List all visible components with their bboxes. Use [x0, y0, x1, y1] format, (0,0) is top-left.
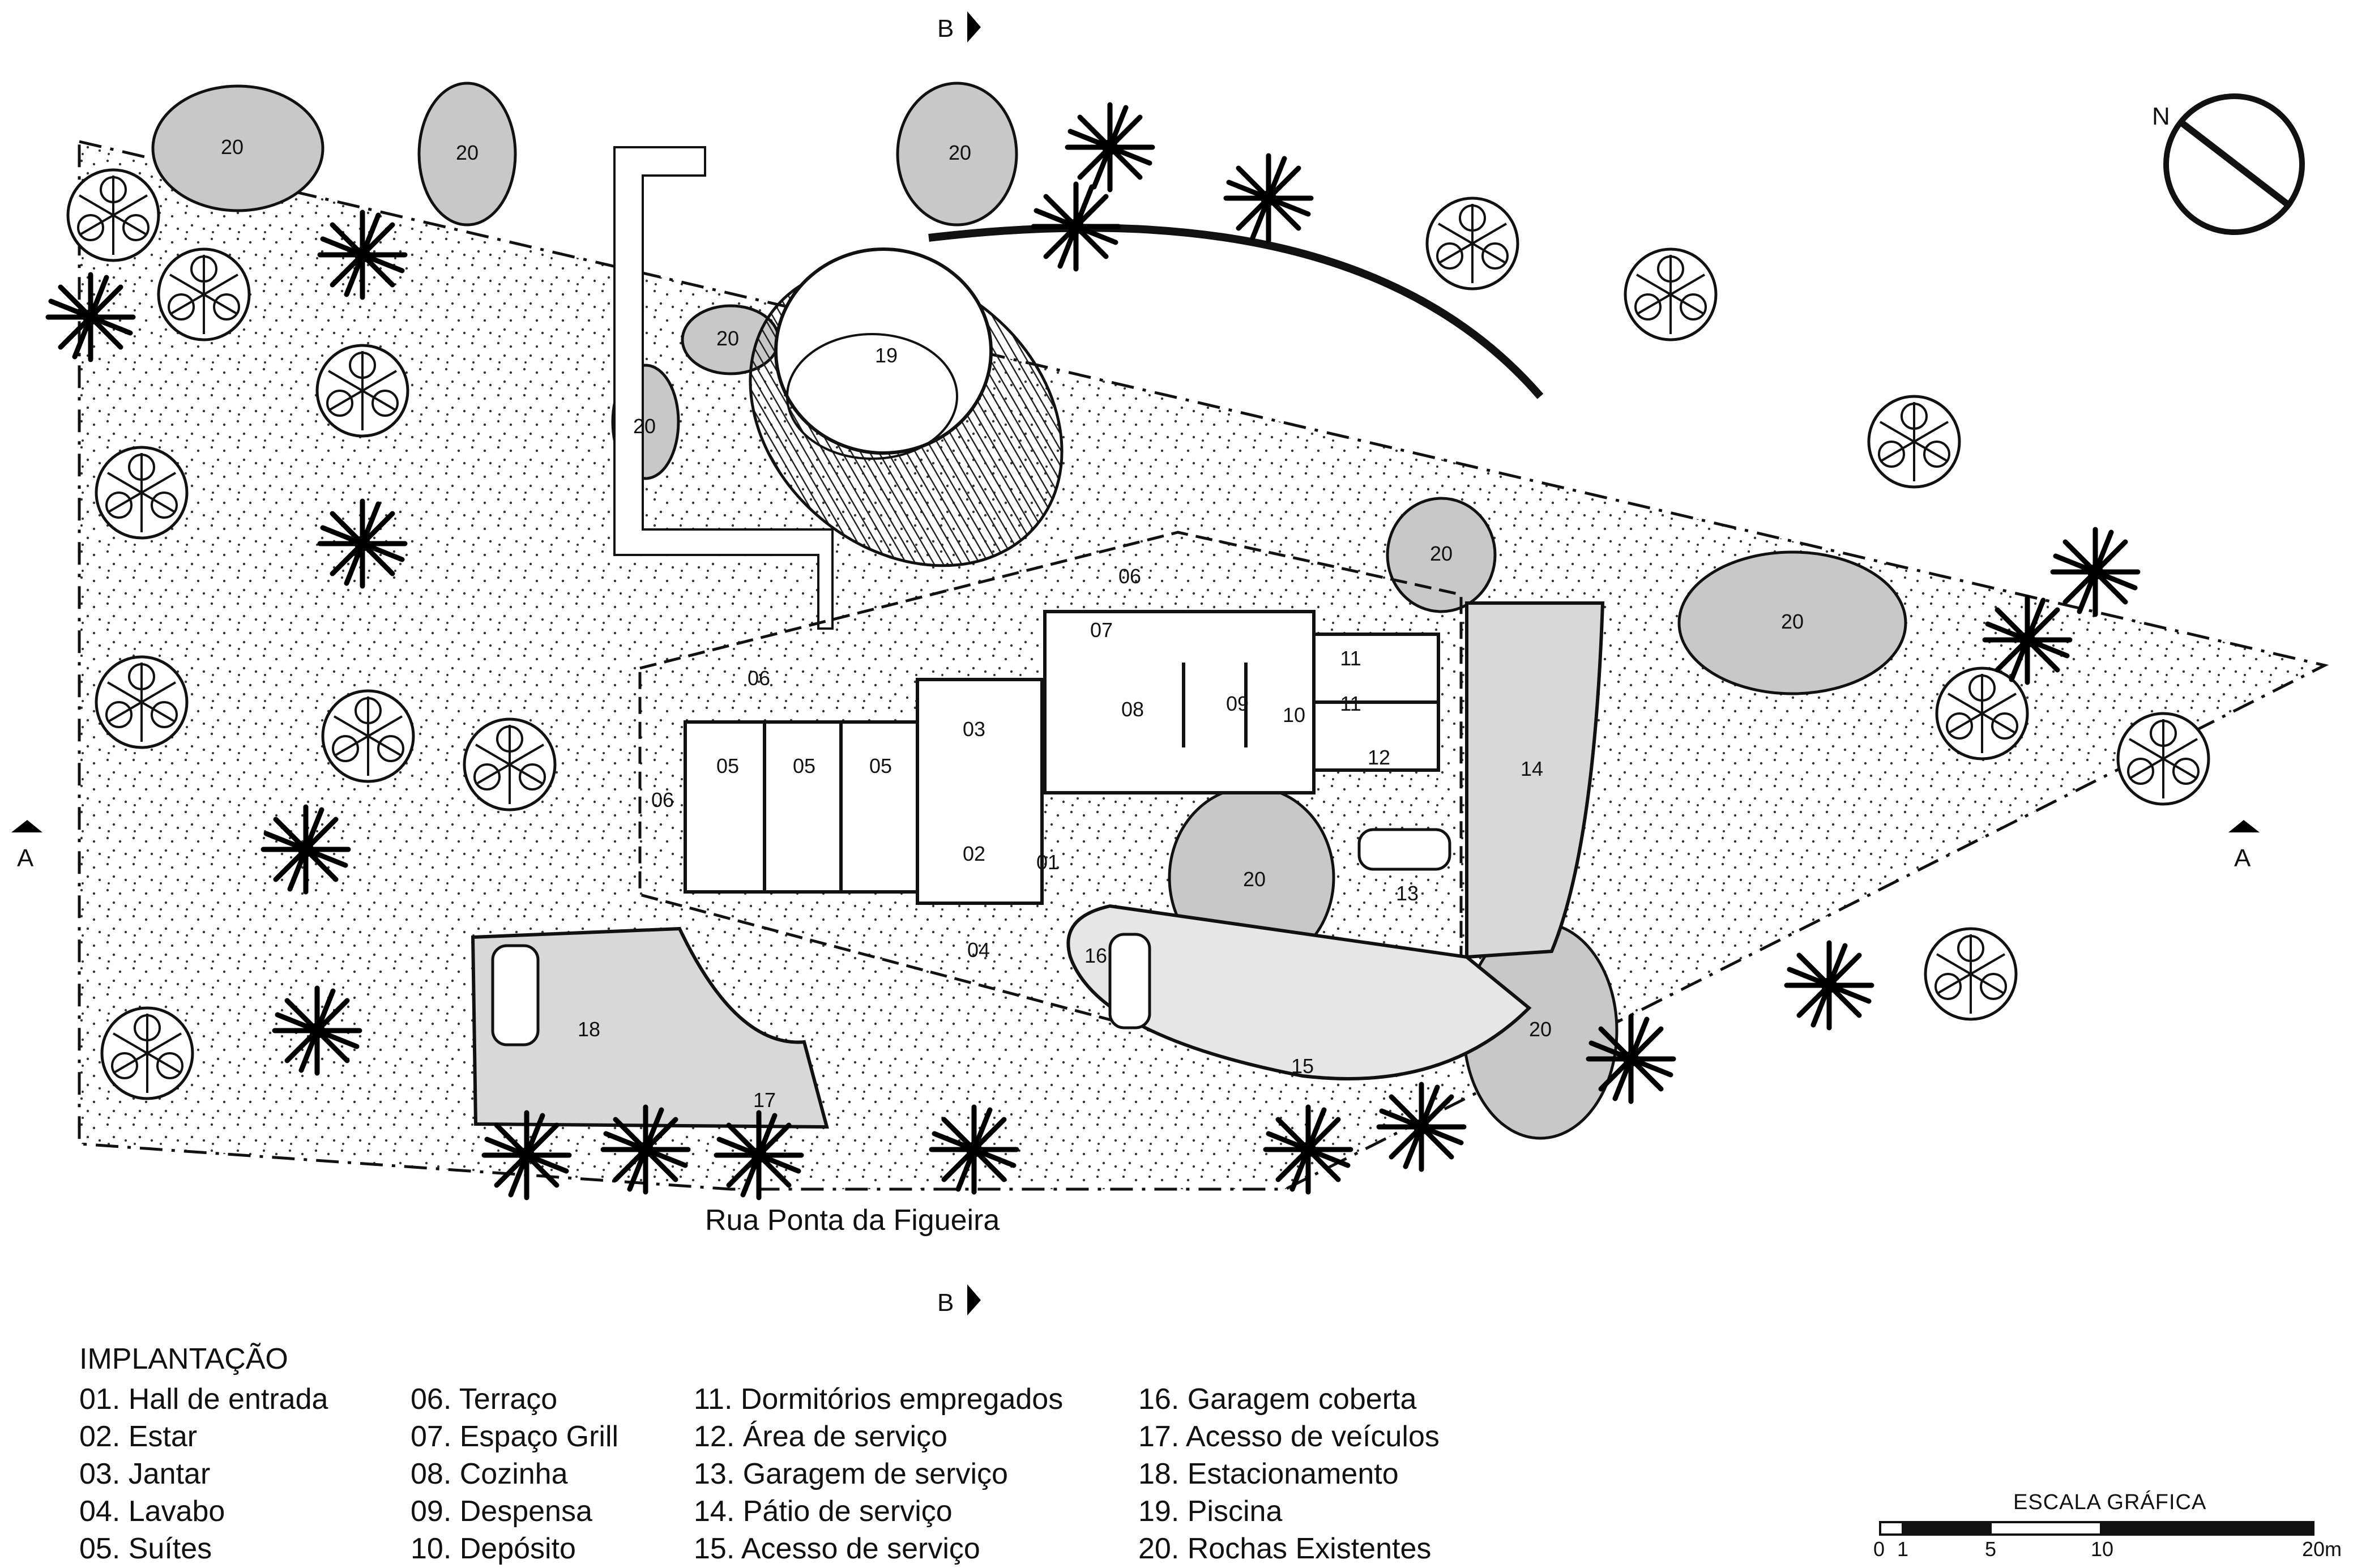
- hall-label: 01: [1036, 851, 1059, 874]
- service-patio-label: 14: [1521, 757, 1543, 780]
- rock-label-3: 20: [949, 141, 971, 164]
- rock-label-8: 20: [1529, 1018, 1552, 1041]
- suite-label-2: 05: [793, 754, 815, 777]
- legend-item: 17. Acesso de veículos: [1138, 1420, 1440, 1453]
- scale-tick: 5: [1985, 1537, 1997, 1561]
- room-dividers: [763, 663, 1438, 892]
- grill-label: 07: [1090, 618, 1113, 642]
- legend-item: 07. Espaço Grill: [411, 1420, 619, 1453]
- parking-label: 18: [578, 1018, 600, 1041]
- scale-tick: 20m: [2302, 1537, 2342, 1561]
- legend-item: 09. Despensa: [411, 1495, 592, 1528]
- section-a-left: A: [17, 844, 34, 872]
- parked-cars: [491, 828, 1451, 1046]
- terrace-label-2: 06: [748, 666, 770, 690]
- staff-room-label-1: 11: [1340, 647, 1361, 670]
- pantry-label: 09: [1226, 692, 1249, 715]
- rock-label-2: 20: [456, 141, 479, 164]
- scale-tick: 1: [1897, 1537, 1909, 1561]
- north-arrow-icon: N: [2152, 93, 2305, 235]
- scale-bar: [1879, 1521, 2314, 1536]
- legend-item: 11. Dormitórios empregados: [694, 1383, 1064, 1416]
- covered-garage-label: 16: [1084, 944, 1107, 967]
- legend-item: 20. Rochas Existentes: [1138, 1532, 1432, 1565]
- laundry-label: 12: [1368, 746, 1390, 769]
- rock-label-7: 20: [1781, 610, 1804, 633]
- legend-item: 05. Suítes: [79, 1532, 212, 1565]
- legend-item: 14. Pátio de serviço: [694, 1495, 953, 1528]
- legend-column-4: 16. Garagem coberta 17. Acesso de veícul…: [1138, 1381, 1440, 1567]
- powder-label: 04: [967, 938, 990, 962]
- house-footprint: [684, 610, 1440, 905]
- pool-label: 19: [875, 344, 898, 367]
- rock-label-6: 20: [1430, 542, 1453, 565]
- rock-label-4: 20: [716, 327, 739, 350]
- legend-item: 01. Hall de entrada: [79, 1383, 328, 1416]
- living-label: 02: [963, 842, 985, 865]
- rock-label-1: 20: [221, 135, 244, 159]
- staff-room-label-2: 11: [1340, 692, 1361, 715]
- legend-item: 10. Depósito: [411, 1532, 576, 1565]
- legend-item: 12. Área de serviço: [694, 1420, 948, 1453]
- legend-item: 18. Estacionamento: [1138, 1458, 1399, 1490]
- rock-label-9: 20: [1243, 868, 1266, 891]
- suite-label-1: 05: [716, 754, 739, 777]
- legend-item: 15. Acesso de serviço: [694, 1532, 980, 1565]
- legend-item: 16. Garagem coberta: [1138, 1383, 1417, 1416]
- section-b-top: B: [937, 15, 954, 42]
- scale-tick: 10: [2091, 1537, 2114, 1561]
- north-label: N: [2152, 102, 2170, 130]
- legend-item: 19. Piscina: [1138, 1495, 1283, 1528]
- section-arrows: [11, 11, 2260, 1315]
- legend-item: 02. Estar: [79, 1420, 198, 1453]
- street-name: Rua Ponta da Figueira: [705, 1204, 1000, 1237]
- legend-item: 08. Cozinha: [411, 1458, 568, 1490]
- kitchen-label: 08: [1121, 698, 1144, 721]
- legend-column-2: 06. Terraço 07. Espaço Grill 08. Cozinha…: [411, 1381, 618, 1567]
- deck-walkway: [613, 146, 834, 630]
- terrace-label-1: 06: [1118, 565, 1141, 588]
- storage-label: 10: [1283, 703, 1305, 727]
- service-access-label: 15: [1291, 1054, 1314, 1078]
- terrace-label-3: 06: [651, 788, 674, 811]
- legend-item: 13. Garagem de serviço: [694, 1458, 1008, 1490]
- paved-areas: [471, 601, 1605, 1129]
- legend-title: IMPLANTAÇÃO: [79, 1343, 288, 1375]
- scale-title: ESCALA GRÁFICA: [2013, 1490, 2207, 1514]
- swimming-pool: [749, 247, 1064, 567]
- vehicle-access-label: 17: [753, 1088, 776, 1112]
- suite-label-3: 05: [869, 754, 892, 777]
- legend-item: 04. Lavabo: [79, 1495, 225, 1528]
- section-b-bottom: B: [937, 1289, 954, 1317]
- legend-item: 06. Terraço: [411, 1383, 558, 1416]
- rock-label-5: 20: [633, 415, 656, 438]
- section-a-right: A: [2234, 844, 2251, 872]
- legend-column-1: 01. Hall de entrada 02. Estar 03. Jantar…: [79, 1381, 328, 1567]
- scale-tick: 0: [1873, 1537, 1885, 1561]
- service-garage-label: 13: [1396, 882, 1419, 905]
- existing-rocks: [151, 82, 1907, 1140]
- legend-item: 03. Jantar: [79, 1458, 211, 1490]
- dining-label: 03: [963, 717, 985, 741]
- legend-column-3: 11. Dormitórios empregados 12. Área de s…: [694, 1381, 1063, 1567]
